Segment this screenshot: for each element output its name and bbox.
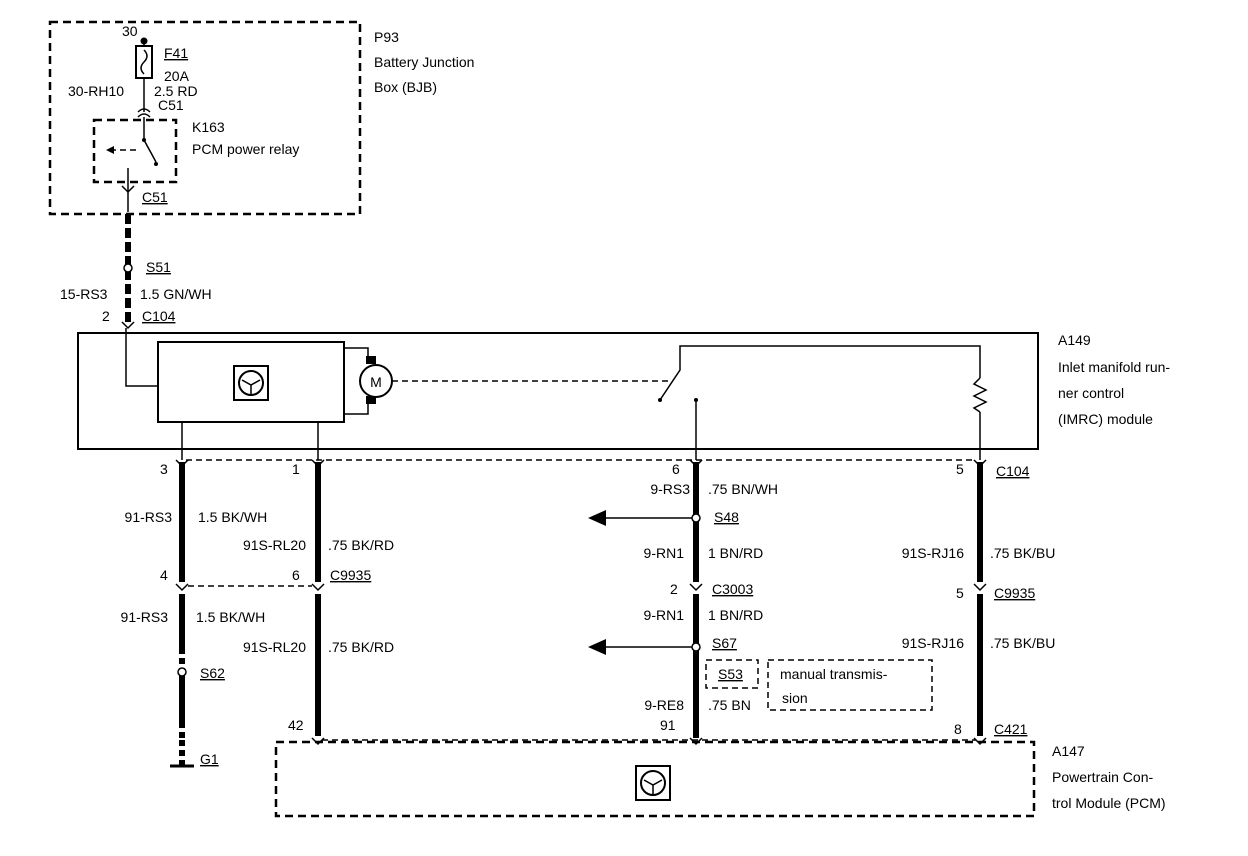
powertrain-control-module	[274, 740, 1036, 818]
fuse-element-icon	[140, 49, 148, 75]
w1-wire: 1.5 BK/WH	[198, 509, 267, 525]
w5-wire: .75 BK/BU	[990, 545, 1055, 561]
w10-circuit: 9-RE8	[644, 697, 684, 713]
module-symbol-icon	[233, 365, 269, 401]
w6-wire: 1.5 BK/WH	[196, 609, 265, 625]
terminal-30-label: 30	[122, 23, 138, 39]
imrc-module	[77, 332, 1039, 450]
pcm-id: A147	[1052, 743, 1085, 759]
pcm-power-relay	[92, 118, 178, 184]
splice-s51: S51	[146, 259, 171, 275]
ground-g1: G1	[200, 751, 219, 767]
pcm-pin91: 91	[660, 717, 676, 733]
w4-circuit: 9-RN1	[644, 545, 685, 561]
module-symbol-icon	[635, 765, 671, 801]
w7-wire: .75 BK/RD	[328, 639, 394, 655]
feed-connector: C104	[142, 308, 176, 324]
feed-circuit: 15-RS3	[60, 286, 108, 302]
splice-s51-dot	[123, 263, 133, 273]
connector-c51-bottom: C51	[142, 189, 168, 205]
w2-wire: .75 BK/RD	[328, 537, 394, 553]
w6-circuit: 91-RS3	[121, 609, 169, 625]
note-line2: sion	[782, 690, 808, 706]
splice-s53-box	[705, 659, 759, 689]
imrc-name-line3: (IMRC) module	[1058, 411, 1153, 427]
w9-circuit: 91S-RJ16	[902, 635, 964, 651]
splice-s48: S48	[714, 509, 739, 525]
pcm-name-line1: Powertrain Con-	[1052, 769, 1153, 785]
pcm-pin42: 42	[288, 717, 304, 733]
splice-s53: S53	[718, 666, 743, 682]
w10-wire: .75 BN	[708, 697, 751, 713]
battery-junction-box	[48, 20, 362, 216]
c104-pin5: 5	[956, 461, 964, 477]
bjb-name-line1: Battery Junction	[374, 54, 474, 70]
c104-pin6: 6	[672, 461, 680, 477]
splice-s67: S67	[712, 635, 737, 651]
w7-circuit: 91S-RL20	[243, 639, 306, 655]
w8-circuit: 9-RN1	[644, 607, 685, 623]
fuse-id: F41	[164, 45, 188, 61]
arrow-left-icon	[588, 639, 606, 655]
circuit-30-rh10: 30-RH10	[68, 83, 124, 99]
splice-s62: S62	[200, 665, 225, 681]
resistor-icon	[972, 377, 988, 413]
arrow-left-icon	[588, 510, 606, 526]
w5-circuit: 91S-RJ16	[902, 545, 964, 561]
bjb-name-line2: Box (BJB)	[374, 79, 437, 95]
w1-circuit: 91-RS3	[125, 509, 173, 525]
imrc-switch-circuit	[659, 345, 981, 401]
w4-wire: 1 BN/RD	[708, 545, 763, 561]
w3-circuit: 9-RS3	[650, 481, 690, 497]
w2-circuit: 91S-RL20	[243, 537, 306, 553]
relay-id: K163	[192, 119, 225, 135]
imrc-control-unit	[157, 341, 345, 423]
c9935-pin4: 4	[160, 567, 168, 583]
w8-wire: 1 BN/RD	[708, 607, 763, 623]
c9935-connector-right: C9935	[994, 585, 1035, 601]
pcm-name-line2: trol Module (PCM)	[1052, 795, 1166, 811]
imrc-name-line2: ner control	[1058, 385, 1124, 401]
imrc-name-line1: Inlet manifold run-	[1058, 359, 1170, 375]
pcm-pin8: 8	[954, 721, 962, 737]
w9-wire: .75 BK/BU	[990, 635, 1055, 651]
c9935-pin6: 6	[292, 567, 300, 583]
imrc-id: A149	[1058, 332, 1091, 348]
c3003-pin: 2	[670, 581, 678, 597]
manual-transmission-note	[767, 659, 933, 711]
splice-s48-dot	[691, 513, 701, 523]
feed-wire-label: 1.5 GN/WH	[140, 286, 212, 302]
c104-connector: C104	[996, 463, 1030, 479]
feed-pin: 2	[102, 308, 110, 324]
splice-s62-dot	[177, 667, 187, 677]
note-line1: manual transmis-	[780, 666, 888, 682]
fuse-rating: 20A	[164, 68, 190, 84]
connector-c51-top: C51	[158, 97, 184, 113]
c104-pin3: 3	[160, 461, 168, 477]
motor-label: M	[370, 374, 382, 390]
w3-wire: .75 BN/WH	[708, 481, 778, 497]
fuse-wire: 2.5 RD	[154, 83, 198, 99]
relay-name: PCM power relay	[192, 141, 299, 157]
c9935-pin5: 5	[956, 585, 964, 601]
c9935-connector: C9935	[330, 567, 371, 583]
splice-s67-dot	[691, 642, 701, 652]
c104-pin1: 1	[292, 461, 300, 477]
relay-switch-contact	[143, 139, 157, 163]
relay-arrow-icon	[106, 146, 114, 154]
pcm-connector: C421	[994, 721, 1028, 737]
c3003-connector: C3003	[712, 581, 753, 597]
bjb-id: P93	[374, 29, 399, 45]
connector-c51-top-symbol	[137, 108, 151, 113]
